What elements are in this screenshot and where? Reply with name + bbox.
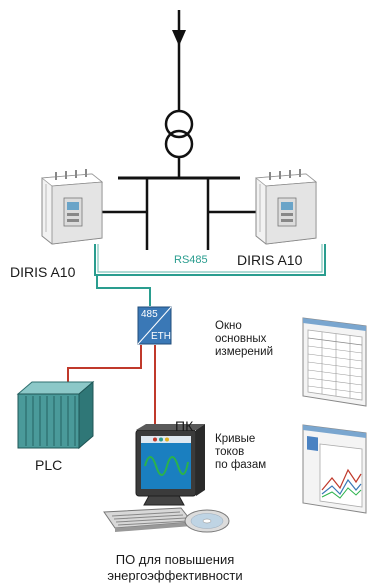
keyboard-icon [103,507,193,532]
chart-window-icon [302,424,367,514]
diris-right-label: DIRIS A10 [237,252,303,268]
ethernet-line [67,345,156,432]
busbar [100,176,264,250]
main-window-label: Окно основных измерений [215,320,273,358]
converter-label-485: 485 [141,309,158,320]
software-label: ПО для повышения энергоэффективности [107,552,243,583]
converter-label-eth: ETH [151,331,171,342]
converter-icon [137,306,172,345]
arrow-down-icon [172,10,186,110]
cd-icon [184,509,230,533]
plc-icon [16,380,95,450]
transformer-icon [164,109,194,178]
pc-label: ПК [175,418,194,434]
meter-icon [254,169,318,245]
plc-label: PLC [35,457,63,473]
computer-icon [135,424,205,506]
diris-left-label: DIRIS A10 [10,264,76,280]
meter-icon [40,169,104,245]
phase-curves-label: Кривые токов по фазам [215,433,267,471]
rs485-label: RS485 [174,254,208,266]
table-window-icon [302,317,367,407]
rs485-bus-line [94,244,326,306]
